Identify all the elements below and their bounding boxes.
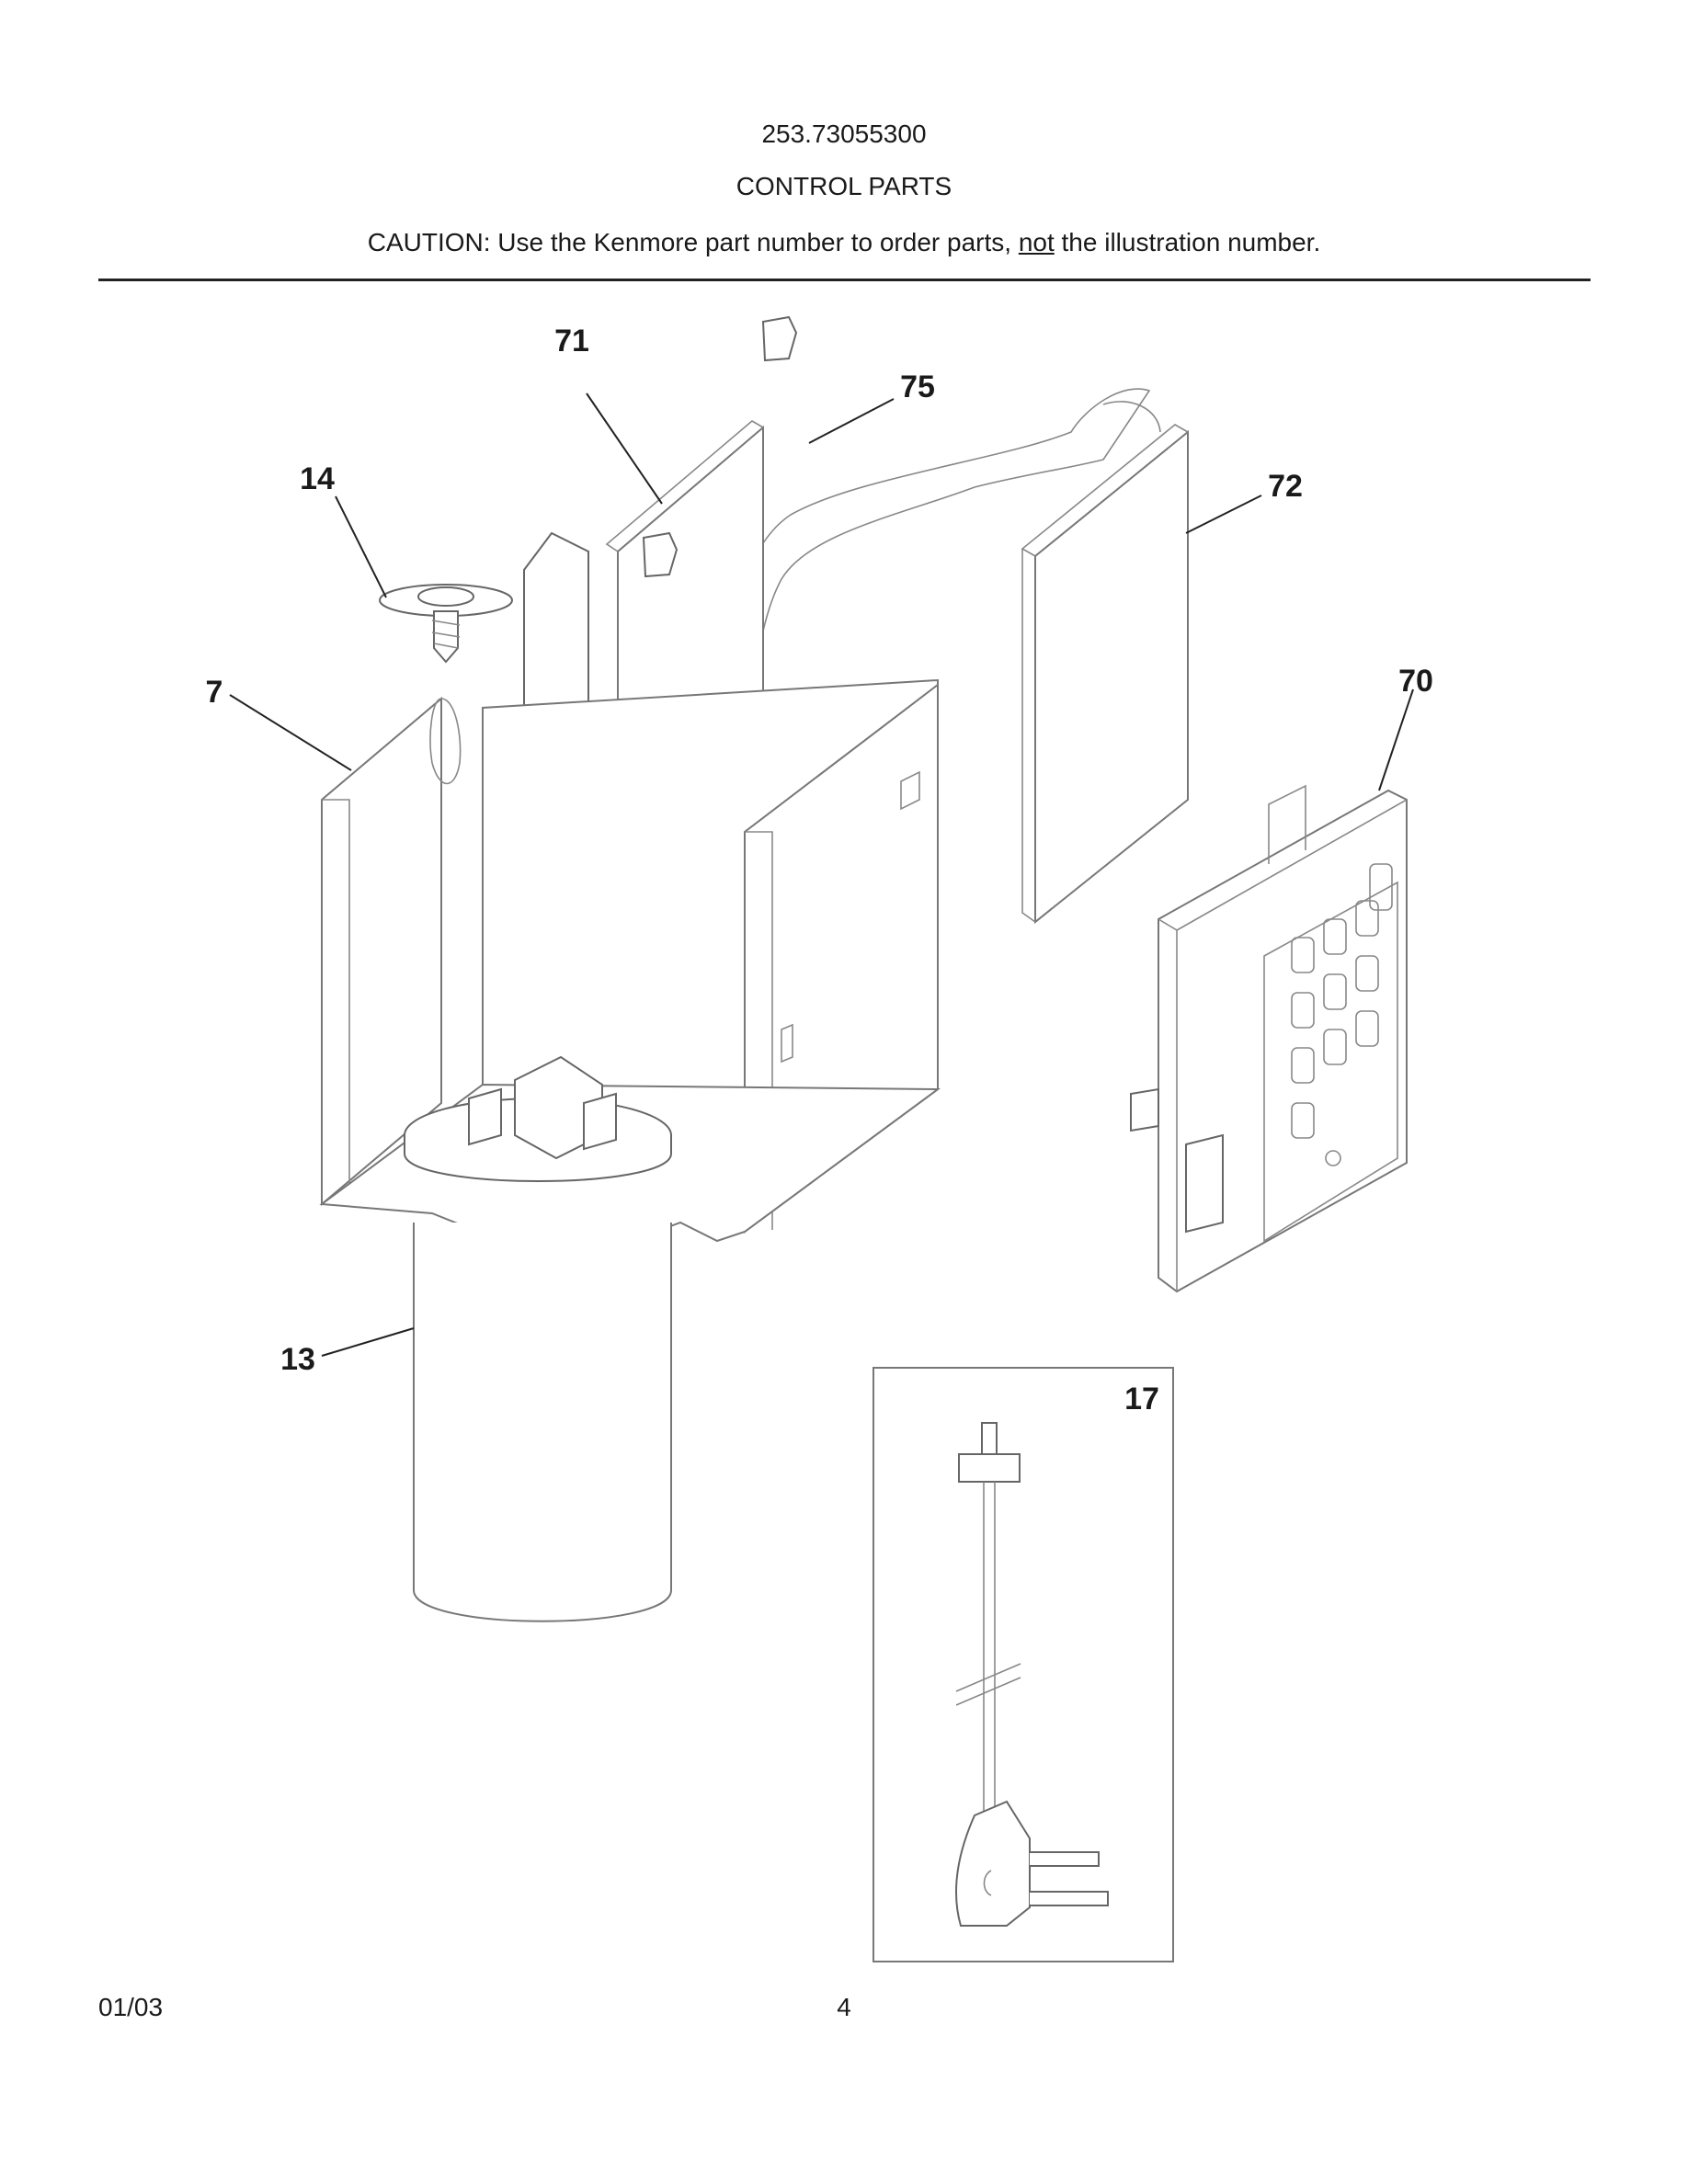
section-title: CONTROL PARTS xyxy=(736,172,952,200)
caution-note: CAUTION: Use the Kenmore part number to … xyxy=(0,228,1688,257)
callout-7: 7 xyxy=(206,675,223,710)
callout-13: 13 xyxy=(280,1342,315,1377)
footer-date: 01/03 xyxy=(98,1993,164,2021)
callout-70: 70 xyxy=(1398,664,1433,699)
caution-prefix: CAUTION: Use the Kenmore part number to … xyxy=(367,228,1019,256)
caution-suffix: the illustration number. xyxy=(1054,228,1321,256)
part-17-power-cord xyxy=(873,1367,1174,1962)
callout-72: 72 xyxy=(1268,469,1303,504)
callout-71: 71 xyxy=(554,324,589,358)
part-72-control-board xyxy=(723,388,1189,925)
model-number: 253.73055300 xyxy=(761,119,927,148)
page-number: 4 xyxy=(837,1993,851,2021)
callout-14: 14 xyxy=(300,461,335,496)
callout-17: 17 xyxy=(1124,1382,1159,1416)
header-rule xyxy=(98,279,1591,281)
part-13-capacitor xyxy=(404,1055,672,1622)
leader-lines xyxy=(229,392,1414,1357)
part-70-display-housing xyxy=(1130,784,1408,1293)
power-cord-inset-frame xyxy=(873,1367,1174,1962)
part-14-screw xyxy=(379,584,513,664)
callout-75: 75 xyxy=(900,370,935,404)
caution-emphasis: not xyxy=(1018,228,1055,256)
